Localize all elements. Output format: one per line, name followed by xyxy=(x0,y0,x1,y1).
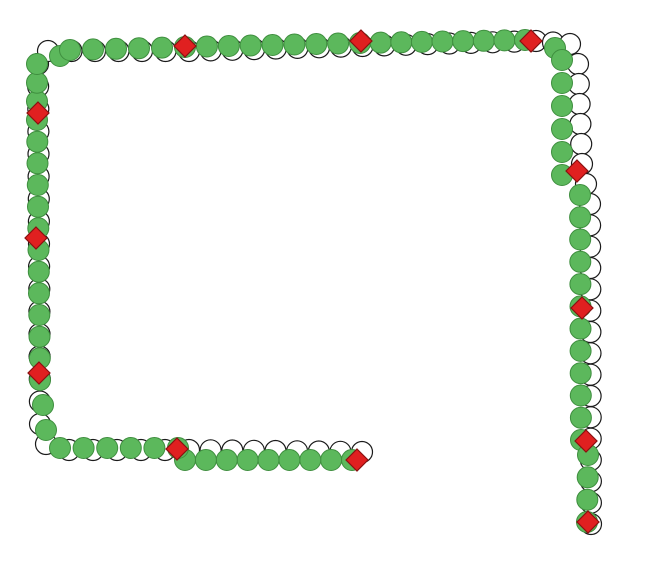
green-circle-marker xyxy=(217,35,240,57)
green-circle-marker xyxy=(26,130,49,153)
green-circle-marker xyxy=(26,174,49,196)
green-circle-marker xyxy=(472,29,495,52)
red-diamond-marker xyxy=(576,510,600,534)
red-diamond-waypoints xyxy=(24,29,600,534)
green-circle-marker xyxy=(28,304,51,326)
green-circle-marker xyxy=(49,437,71,459)
green-circle-marker xyxy=(305,33,328,55)
green-circle-marker xyxy=(452,30,475,53)
green-circle-marker xyxy=(551,118,573,140)
red-diamond-marker xyxy=(345,448,369,472)
green-circle-marker xyxy=(576,488,599,511)
red-diamond-marker xyxy=(27,361,51,385)
green-circle-marker xyxy=(27,260,50,283)
red-diamond-marker xyxy=(519,29,543,53)
green-circle-marker xyxy=(431,30,454,53)
green-circle-marker xyxy=(551,72,573,94)
green-circle-marker xyxy=(236,449,259,471)
red-diamond-marker xyxy=(26,101,50,125)
green-circle-marker xyxy=(257,449,280,471)
green-circle-marker xyxy=(551,141,573,163)
green-circle-marker xyxy=(26,71,48,94)
green-circle-marker xyxy=(239,34,262,57)
green-circle-marker xyxy=(261,34,284,56)
outline-circle-marker xyxy=(569,112,592,136)
green-circle-marker xyxy=(35,419,57,441)
green-circle-marker xyxy=(32,394,54,416)
green-circle-marker xyxy=(569,339,592,362)
green-circle-marker xyxy=(569,206,592,229)
green-circle-marker xyxy=(569,384,592,407)
green-circle-marker xyxy=(390,31,413,54)
red-diamond-marker xyxy=(565,159,589,183)
green-circle-marker xyxy=(28,325,51,348)
green-circle-marker xyxy=(151,36,173,59)
green-circle-marker xyxy=(119,437,142,459)
green-circle-marker xyxy=(278,449,301,471)
red-diamond-marker xyxy=(24,226,48,250)
green-circle-marker xyxy=(327,32,350,55)
green-circle-marker xyxy=(283,33,306,56)
green-circle-marker xyxy=(128,37,150,60)
red-diamond-marker xyxy=(349,29,373,53)
green-circle-marker xyxy=(569,250,592,273)
green-circle-marker xyxy=(215,449,238,471)
green-circle-marker xyxy=(27,195,49,218)
green-circle-marker xyxy=(569,362,592,385)
outline-circle-marker xyxy=(570,132,593,156)
green-circle-marker xyxy=(493,29,516,52)
green-circle-marker xyxy=(299,449,322,471)
green-circle-marker xyxy=(410,30,433,53)
green-circle-marker xyxy=(576,466,599,489)
green-circle-marker xyxy=(82,38,104,61)
green-marker-trail xyxy=(26,29,599,533)
green-circle-marker xyxy=(143,437,166,459)
green-circle-marker xyxy=(569,406,592,429)
red-diamond-marker xyxy=(574,429,598,453)
green-circle-marker xyxy=(59,39,81,61)
green-circle-marker xyxy=(569,273,592,296)
green-circle-marker xyxy=(194,449,217,471)
green-circle-marker xyxy=(320,449,343,471)
red-diamond-marker xyxy=(173,34,197,58)
red-diamond-marker xyxy=(165,437,189,461)
green-circle-marker xyxy=(551,49,573,71)
green-circle-marker xyxy=(72,437,95,459)
green-circle-marker xyxy=(195,35,218,58)
green-circle-marker xyxy=(26,53,48,75)
green-circle-marker xyxy=(96,437,119,459)
green-circle-marker xyxy=(569,184,591,206)
red-diamond-marker xyxy=(570,296,594,320)
green-circle-marker xyxy=(569,228,592,251)
green-circle-marker xyxy=(105,37,127,60)
green-circle-marker xyxy=(28,282,50,305)
green-circle-marker xyxy=(551,95,573,117)
green-circle-marker xyxy=(369,31,392,54)
green-circle-marker xyxy=(569,317,592,340)
green-circle-marker xyxy=(26,152,49,175)
